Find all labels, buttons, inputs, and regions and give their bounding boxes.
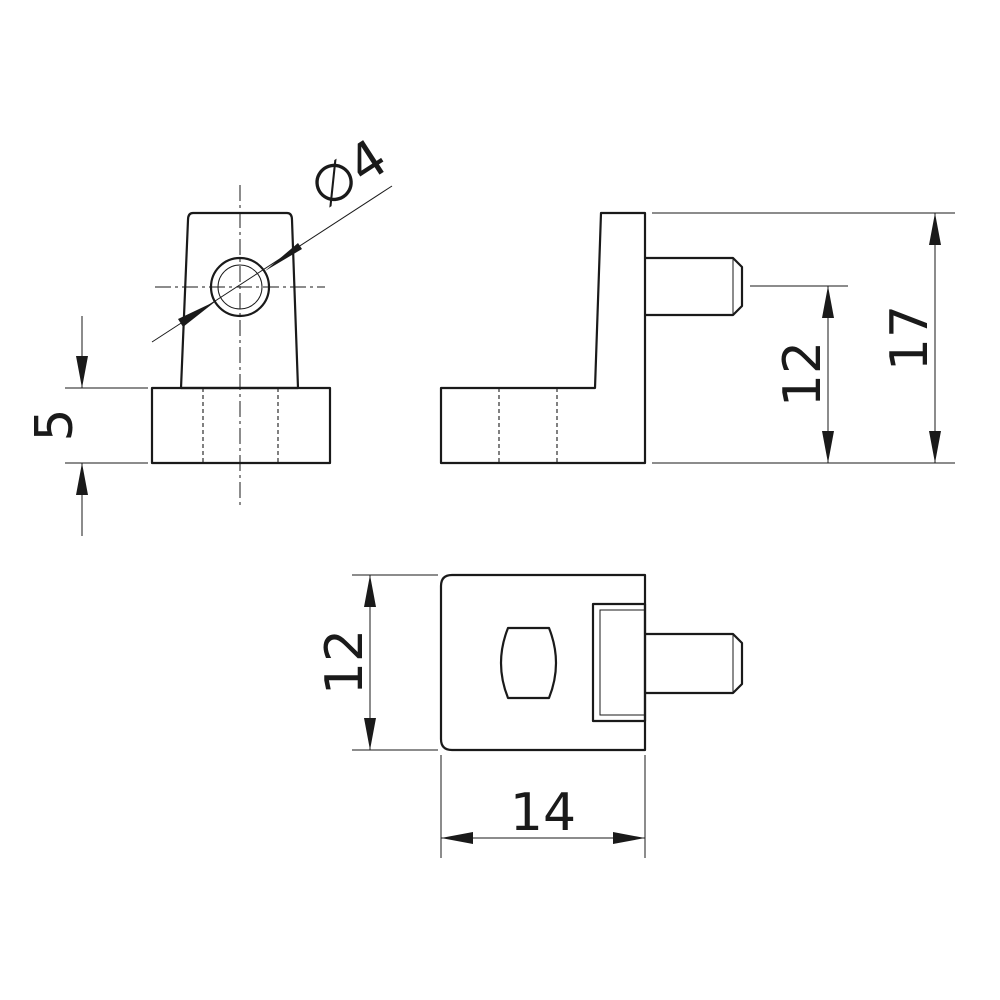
base-height-arrow-top	[76, 356, 88, 388]
pin-height-arrow-top	[822, 286, 834, 318]
top-view-slot-hole	[499, 626, 558, 700]
diameter-label: ∅4	[299, 128, 397, 221]
overall-height-arrow-top	[929, 213, 941, 245]
plan-length-label: 14	[510, 783, 576, 843]
top-view	[439, 573, 744, 752]
diameter-dimension: ∅4	[151, 128, 398, 343]
top-view-body	[439, 573, 647, 752]
front-view-base	[150, 386, 332, 465]
plan-width-arrow-top	[364, 575, 376, 607]
top-view-upright-outer	[591, 602, 647, 723]
top-view-pin	[645, 632, 744, 695]
front-view	[150, 185, 332, 505]
overall-height-dimension: 17	[880, 213, 941, 463]
plan-length-arrow-left	[441, 832, 473, 844]
overall-height-arrow-bottom	[929, 431, 941, 463]
base-height-arrow-bottom	[76, 463, 88, 495]
side-view-bracket	[439, 211, 647, 465]
diameter-arrow-lower	[178, 301, 216, 327]
plan-width-arrow-bottom	[364, 718, 376, 750]
pin-height-dimension: 12	[773, 286, 834, 463]
pin-height-arrow-bottom	[822, 431, 834, 463]
top-view-upright-inner	[599, 609, 646, 716]
base-height-label: 5	[25, 408, 85, 441]
plan-length-arrow-right	[613, 832, 645, 844]
diameter-arrow-upper	[265, 243, 302, 271]
plan-length-dimension: 14	[440, 755, 646, 858]
pin-height-label: 12	[773, 341, 833, 407]
side-view-pin	[645, 256, 744, 317]
side-view	[439, 211, 744, 465]
overall-height-label: 17	[880, 305, 940, 371]
plan-width-dimension: 12	[315, 574, 438, 751]
base-height-dimension: 5	[25, 316, 148, 536]
plan-width-label: 12	[315, 629, 375, 695]
